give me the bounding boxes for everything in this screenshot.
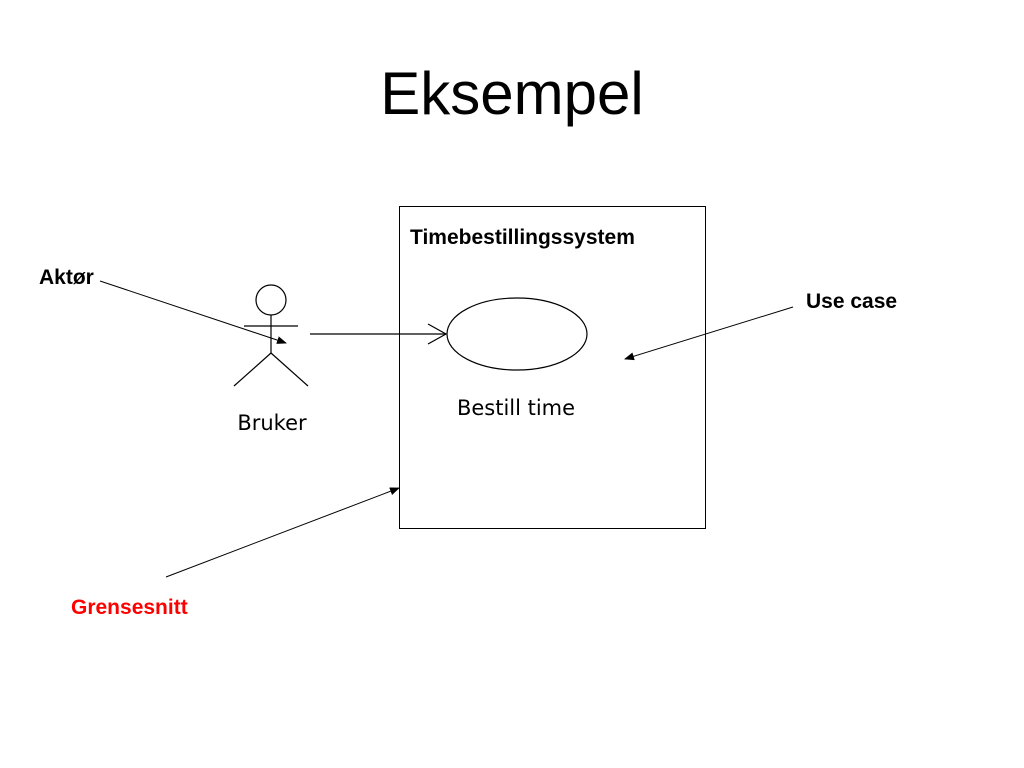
annotation-boundary-arrow xyxy=(165,487,400,578)
open-arrowhead xyxy=(427,323,448,345)
actor-name: Bruker xyxy=(237,411,307,435)
actor-left-leg xyxy=(233,352,272,387)
annotation-use-case-arrow xyxy=(624,306,794,361)
association-line xyxy=(310,323,448,345)
annotation-boundary: Grensesnitt xyxy=(71,596,188,619)
system-boundary xyxy=(399,206,706,529)
actor-right-leg xyxy=(270,352,309,387)
annotation-actor-arrow xyxy=(99,280,287,344)
actor-head xyxy=(255,284,287,316)
actor-figure xyxy=(233,284,309,387)
slide-title: Eksempel xyxy=(380,60,644,127)
annotation-actor: Aktør xyxy=(39,266,94,289)
system-name: Timebestillingssystem xyxy=(410,226,635,249)
annotation-use-case: Use case xyxy=(806,290,897,313)
use-case-name: Bestill time xyxy=(457,396,575,420)
use-case-ellipse xyxy=(446,297,588,371)
